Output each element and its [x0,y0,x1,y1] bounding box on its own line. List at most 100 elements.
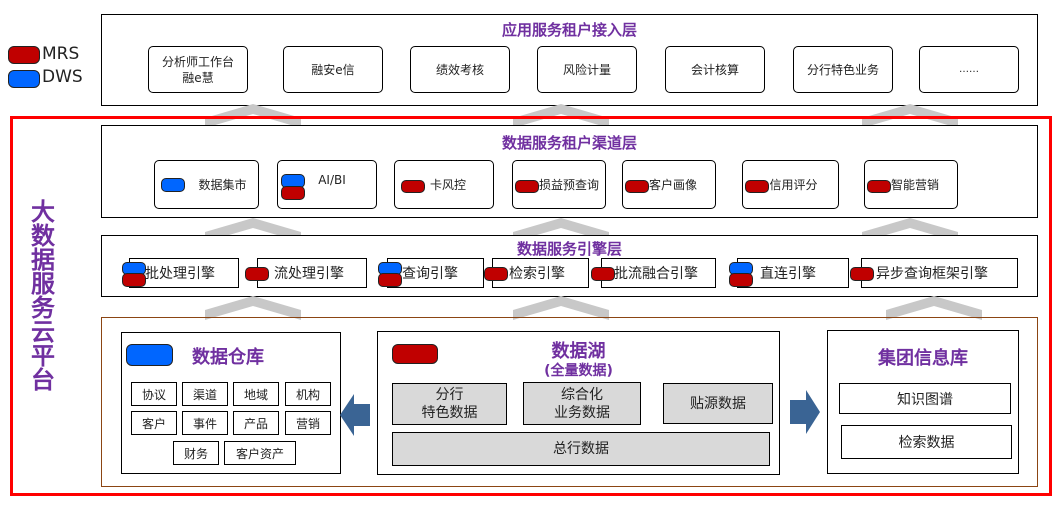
app-item-branch-business[interactable]: 分行特色业务 [793,46,893,93]
warehouse-title: 数据仓库 [192,347,264,368]
channel-item-ai-bi[interactable]: AI/BI [277,160,377,209]
app-item-rongan[interactable]: 融安e信 [283,46,383,93]
mrs-legend-label: MRS [42,44,80,64]
dws-icon [126,344,173,366]
app-item-accounting[interactable]: 会计核算 [665,46,765,93]
lake-block-integrated[interactable]: 综合化业务数据 [523,382,641,425]
warehouse-cell[interactable]: 机构 [285,382,331,406]
engine-item-label: 直连引擎 [760,266,816,282]
warehouse-cell[interactable]: 客户资产 [224,441,296,465]
warehouse-cell[interactable]: 协议 [131,382,177,406]
warehouse-cell[interactable]: 营销 [285,411,331,435]
arrow-left-icon [340,394,370,436]
mrs-icon [122,273,146,287]
engine-item-async[interactable]: 异步查询框架引擎 [861,258,1018,288]
app-item-label: 分行特色业务 [806,62,879,77]
platform-title-char: 服 [31,270,55,298]
engine-item-label: 检索引擎 [509,266,565,282]
chevron-up-icon [862,218,958,242]
lake-title: 数据湖 [551,341,606,362]
channel-item-label: 损益预查询 [538,177,599,192]
lake-block-source[interactable]: 贴源数据 [663,383,773,424]
channel-item-label: 数据集市 [198,177,247,192]
lake-block-headquarters[interactable]: 总行数据 [392,432,770,466]
group-info-title: 集团信息库 [878,348,968,369]
channel-item-customer-profile[interactable]: 客户画像 [622,160,716,209]
warehouse-cell[interactable]: 财务 [173,441,219,465]
engine-item-stream[interactable]: 流处理引擎 [257,258,367,288]
app-item-label: 风险计量 [562,62,611,77]
engine-item-search[interactable]: 检索引擎 [492,258,589,288]
channel-item-label: 客户画像 [648,177,697,192]
mrs-icon [515,180,539,193]
engine-item-label: 批处理引擎 [145,266,215,282]
app-item-analyst-workbench[interactable]: 分析师工作台融e慧 [148,46,248,93]
lake-block-line2: 业务数据 [554,404,610,421]
channel-item-label: AI/BI [318,172,346,187]
chevron-up-icon [205,218,301,242]
group-info-knowledge-graph[interactable]: 知识图谱 [839,383,1011,414]
engine-item-direct[interactable]: 直连引擎 [737,258,849,288]
app-item-label: 融安e信 [311,62,355,77]
app-item-risk[interactable]: 风险计量 [537,46,637,93]
engine-item-label: 流处理引擎 [274,266,344,282]
channel-item-credit-score[interactable]: 信用评分 [742,160,839,209]
dws-legend-label: DWS [42,67,83,87]
mrs-icon [401,180,425,193]
group-info-search-data[interactable]: 检索数据 [841,425,1012,459]
warehouse-cell[interactable]: 产品 [233,411,279,435]
mrs-icon [281,186,305,200]
channel-item-label: 卡风控 [429,177,466,192]
warehouse-cell[interactable]: 事件 [182,411,228,435]
app-item-line1: 分析师工作台 [161,54,234,69]
big-data-platform-frame [10,116,1052,496]
lake-subtitle: (全量数据) [544,363,613,379]
platform-title-char: 据 [31,246,55,274]
channel-item-label: 信用评分 [769,177,818,192]
mrs-icon [729,273,753,287]
platform-title-char: 平 [31,342,55,370]
lake-block-branch[interactable]: 分行特色数据 [392,383,507,425]
mrs-icon [867,180,891,193]
engine-layer: 数据服务引擎层 批处理引擎 流处理引擎 查询引擎 检索引擎 批流融合引擎 直连引… [101,235,1038,297]
channel-layer-title: 数据服务租户渠道层 [501,134,637,152]
mrs-icon [245,267,269,281]
channel-item-pnl-query[interactable]: 损益预查询 [512,160,606,209]
storage-section [101,317,1038,487]
lake-block-line1: 分行 [435,387,464,403]
app-item-label: 绩效考核 [435,62,484,77]
mrs-icon [745,180,769,193]
legend: MRS DWS [6,42,96,90]
app-item-line2: 融e慧 [182,70,214,85]
mrs-icon [484,267,508,281]
warehouse-cell[interactable]: 客户 [131,411,177,435]
app-item-more[interactable]: …… [919,46,1019,93]
engine-item-label: 批流融合引擎 [614,266,698,282]
lake-block-line1: 综合化 [561,386,603,403]
mrs-icon [591,267,615,281]
channel-item-smart-marketing[interactable]: 智能营销 [864,160,958,209]
app-item-performance[interactable]: 绩效考核 [410,46,510,93]
warehouse-cell[interactable]: 地域 [233,382,279,406]
app-item-label: 会计核算 [690,62,739,77]
engine-item-batch[interactable]: 批处理引擎 [129,258,239,288]
app-layer-title: 应用服务租户接入层 [501,21,637,39]
platform-title-char: 云 [31,318,55,346]
app-access-layer: 应用服务租户接入层 分析师工作台融e慧 融安e信 绩效考核 风险计量 会计核算 … [101,14,1038,106]
arrow-right-icon [790,390,820,434]
mrs-legend-swatch [8,46,40,64]
lake-block-line2: 特色数据 [421,405,478,421]
engine-item-query[interactable]: 查询引擎 [387,258,484,288]
mrs-icon [378,273,402,287]
lake-block-label: 总行数据 [553,441,609,457]
data-warehouse: 数据仓库 协议 渠道 地域 机构 客户 事件 产品 营销 财务 客户资产 [121,332,341,474]
warehouse-cell[interactable]: 渠道 [182,382,228,406]
chevron-up-icon [205,296,301,320]
channel-layer: 数据服务租户渠道层 数据集市 AI/BI 卡风控 损益预查询 客户画像 信用评分… [101,125,1038,218]
channel-item-data-mart[interactable]: 数据集市 [154,160,259,209]
data-lake: 数据湖 (全量数据) 分行特色数据 综合化业务数据 贴源数据 总行数据 [377,331,780,475]
engine-item-batch-stream[interactable]: 批流融合引擎 [601,258,716,288]
channel-item-card-risk[interactable]: 卡风控 [394,160,494,209]
mrs-icon [625,180,649,193]
chevron-up-icon [513,296,609,320]
